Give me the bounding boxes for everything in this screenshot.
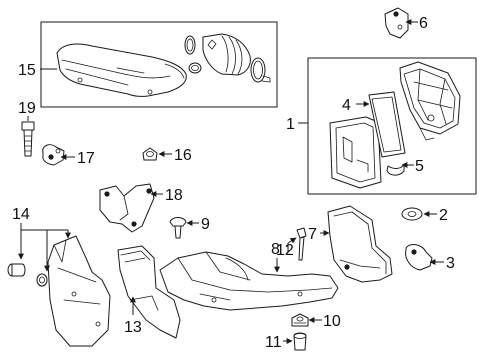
callout-3: 3 bbox=[446, 255, 455, 272]
callout-8-visible: 8 bbox=[271, 241, 280, 258]
callout-9: 9 bbox=[201, 216, 210, 233]
leader-12b bbox=[287, 237, 297, 244]
bracket-part-17[interactable] bbox=[42, 144, 65, 166]
grommet-part-14b[interactable] bbox=[36, 273, 48, 287]
callout-7: 7 bbox=[308, 226, 317, 243]
callout-4: 4 bbox=[342, 97, 351, 114]
callout-2: 2 bbox=[439, 207, 448, 224]
group-box-air-cleaner bbox=[307, 57, 477, 195]
callout-6: 6 bbox=[419, 15, 428, 32]
hose-clamp-upper[interactable] bbox=[184, 35, 196, 55]
clip-part-5[interactable] bbox=[386, 163, 405, 176]
callout-13: 13 bbox=[124, 319, 142, 336]
intake-duct-part-8[interactable] bbox=[159, 251, 339, 311]
hose-clamp-large[interactable] bbox=[250, 57, 271, 83]
leader-14 bbox=[18, 223, 71, 272]
hose-clamp-small[interactable] bbox=[188, 62, 202, 74]
bracket-part-6[interactable] bbox=[384, 7, 409, 39]
bracket-part-3[interactable] bbox=[405, 244, 433, 271]
callout-1: 1 bbox=[286, 116, 295, 133]
grommet-part-16[interactable] bbox=[142, 147, 158, 161]
callout-11: 11 bbox=[265, 334, 282, 351]
grommet-part-2[interactable] bbox=[401, 207, 423, 221]
callout-16: 16 bbox=[174, 147, 192, 164]
callout-17: 17 bbox=[77, 150, 95, 167]
cap-part-11[interactable] bbox=[293, 332, 307, 351]
grommet-part-10[interactable] bbox=[291, 313, 309, 327]
intake-duct-part-7[interactable] bbox=[327, 205, 393, 283]
callout-5: 5 bbox=[415, 158, 424, 175]
bolt-part-19[interactable] bbox=[21, 121, 35, 157]
air-filter-element[interactable] bbox=[368, 91, 406, 158]
callout-12: 12 bbox=[276, 242, 294, 259]
air-intake-bellows[interactable] bbox=[202, 33, 251, 76]
callout-19: 19 bbox=[18, 100, 36, 117]
callout-15: 15 bbox=[18, 62, 36, 79]
callout-18: 18 bbox=[165, 187, 183, 204]
mounting-bracket-part-18[interactable] bbox=[99, 183, 155, 233]
callout-10: 10 bbox=[323, 313, 341, 330]
group-box-upper-duct bbox=[40, 21, 278, 108]
resonator-part-14[interactable] bbox=[47, 235, 111, 347]
air-cleaner-upper-housing[interactable] bbox=[399, 61, 461, 141]
lower-air-duct-part-13[interactable] bbox=[117, 245, 181, 339]
air-cleaner-lower-case[interactable] bbox=[329, 116, 382, 189]
upper-intake-duct[interactable] bbox=[56, 43, 187, 97]
callout-14: 14 bbox=[12, 206, 30, 223]
push-clip-part-9[interactable] bbox=[169, 217, 187, 239]
bolt-part-12[interactable] bbox=[296, 227, 307, 261]
plug-part-14a[interactable] bbox=[7, 263, 26, 277]
